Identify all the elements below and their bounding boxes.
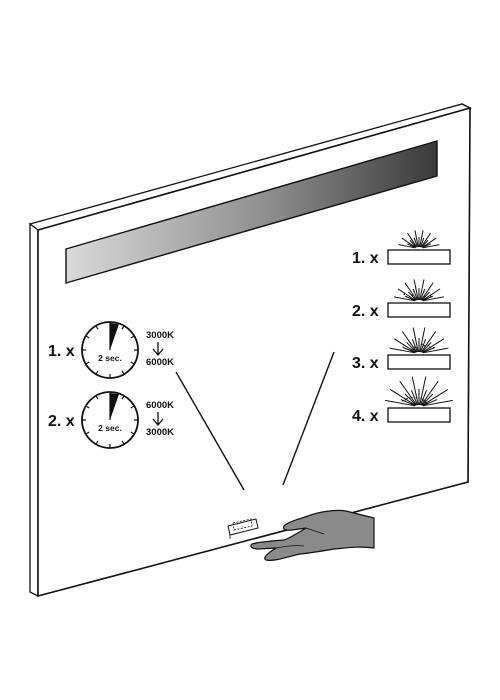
brightness-count-label: 3. x — [352, 355, 379, 372]
sensor-guide-line-left — [175, 371, 245, 491]
light-bar — [387, 249, 451, 265]
color-temp-from-label: 6000K — [146, 400, 174, 411]
sensor-guide-line-right — [282, 351, 335, 486]
light-bar — [387, 302, 451, 318]
timer-duration-label: 2 sec. — [98, 353, 122, 363]
color-temp-from-label: 3000K — [146, 330, 174, 341]
hand-icon — [250, 509, 375, 561]
timer-count-label: 2. x — [48, 413, 75, 430]
color-temperature-timers: 1. x 2 sec. 3000K 6000K 2. x 2 sec. 6000K 3000K — [48, 321, 174, 449]
color-temp-to-label: 3000K — [146, 427, 174, 438]
stopwatch-sector — [110, 323, 119, 350]
light-rays-icon — [398, 230, 440, 249]
mirror-edge-left — [29, 222, 39, 598]
brightness-count-label: 4. x — [352, 408, 379, 425]
timer-group: 2. x 2 sec. 6000K 3000K — [48, 391, 174, 449]
led-light-strip — [65, 140, 438, 284]
light-rays-icon — [394, 279, 444, 302]
brightness-step: 2. x — [352, 279, 451, 320]
timer-group: 1. x 2 sec. 3000K 6000K — [48, 321, 174, 379]
brightness-step: 1. x — [352, 230, 451, 267]
brightness-step: 4. x — [352, 376, 453, 425]
sensor-icon — [227, 518, 259, 539]
timer-count-label: 1. x — [48, 343, 75, 360]
light-bar — [387, 354, 451, 370]
brightness-steps: 1. x 2. x 3. x 4. x — [352, 230, 453, 425]
brightness-count-label: 1. x — [352, 250, 379, 267]
light-bar — [387, 407, 451, 423]
light-rays-icon — [389, 327, 449, 354]
color-temp-to-label: 6000K — [146, 357, 174, 368]
brightness-count-label: 2. x — [352, 303, 379, 320]
brightness-step: 3. x — [352, 327, 451, 372]
stopwatch-sector — [110, 393, 119, 420]
timer-duration-label: 2 sec. — [98, 423, 122, 433]
light-rays-icon — [385, 376, 453, 407]
